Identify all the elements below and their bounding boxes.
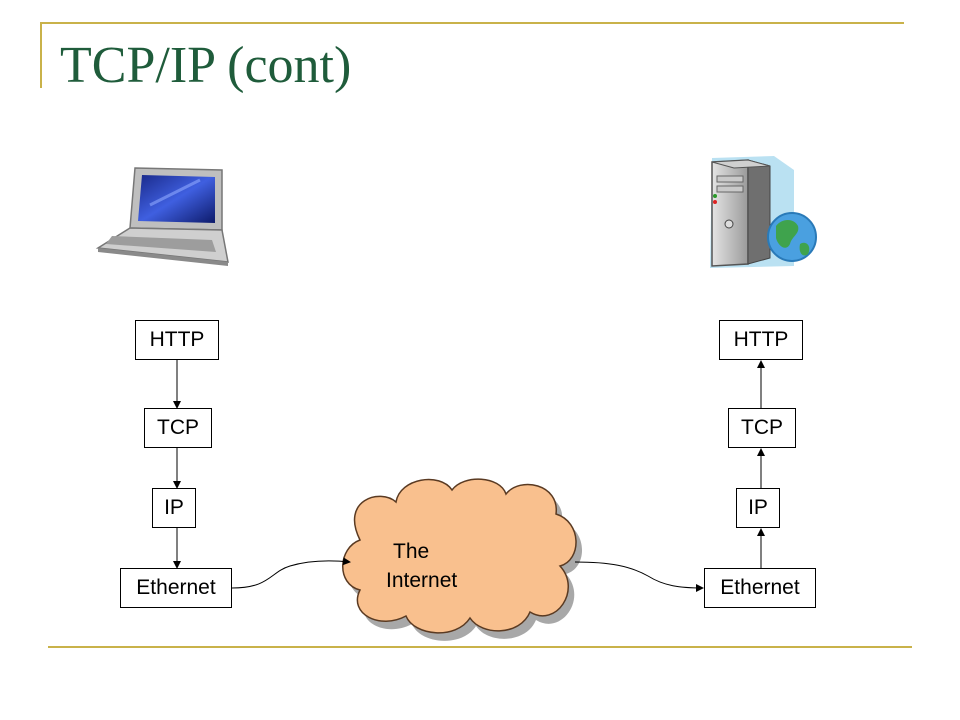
server-layer-http: HTTP <box>719 320 803 360</box>
laptop-icon <box>95 167 229 266</box>
server-layer-ip: IP <box>736 488 780 528</box>
link-client-to-cloud <box>231 557 351 589</box>
left-divider <box>40 22 42 88</box>
cloud-icon <box>342 478 583 641</box>
bottom-divider <box>48 646 912 648</box>
client-layer-tcp: TCP <box>144 408 212 448</box>
cloud-label-line1: The <box>393 540 430 563</box>
slide-title: TCP/IP (cont) <box>60 37 352 94</box>
server-layer-tcp: TCP <box>728 408 796 448</box>
client-layer-http: HTTP <box>135 320 219 360</box>
top-divider <box>40 22 904 24</box>
client-layer-ip: IP <box>152 488 196 528</box>
link-cloud-to-server <box>574 561 704 592</box>
cloud-label-line2: Internet <box>386 569 458 592</box>
server-layer-ethernet: Ethernet <box>704 568 816 608</box>
client-layer-ethernet: Ethernet <box>120 568 232 608</box>
server-globe-icon <box>710 156 817 268</box>
